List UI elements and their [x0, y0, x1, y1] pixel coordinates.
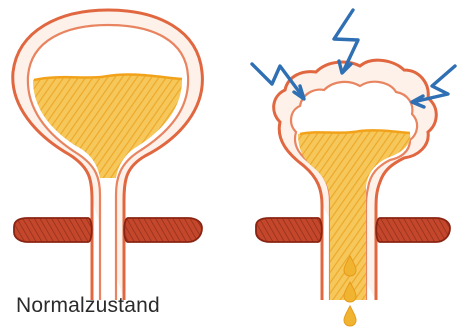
normal-bladder-urine	[33, 75, 182, 178]
normal-bladder	[13, 10, 203, 300]
irritated-sphincter-right	[376, 218, 450, 242]
normal-sphincter-right	[124, 218, 202, 242]
urine-drop	[344, 306, 356, 326]
caption-normal-state: Normalzustand	[16, 294, 160, 318]
normal-sphincter-left	[14, 218, 92, 242]
irritated-sphincter-left	[256, 218, 322, 242]
